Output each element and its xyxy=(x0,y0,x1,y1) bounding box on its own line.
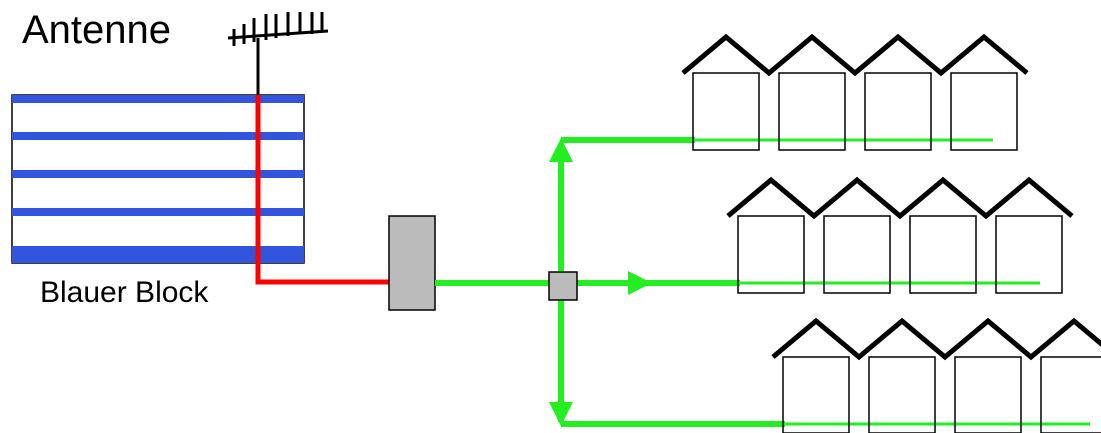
house-icon xyxy=(778,72,846,151)
house-roofs xyxy=(726,176,1074,220)
house-row-1 xyxy=(681,33,1029,151)
block-stripe xyxy=(12,132,304,140)
house-icon xyxy=(864,72,932,151)
antenna-feed-line xyxy=(255,95,390,285)
block-outline xyxy=(11,94,305,264)
arrow-right-icon xyxy=(628,271,652,295)
house-icon xyxy=(995,215,1063,294)
block-stripe xyxy=(12,170,304,178)
house-icon xyxy=(954,356,1022,433)
house-rows xyxy=(681,33,1101,433)
antenna-icon xyxy=(227,12,329,95)
house-roofs xyxy=(681,33,1029,77)
house-icon xyxy=(909,215,977,294)
house-row-3 xyxy=(771,317,1101,433)
antenna-label: Antenne xyxy=(22,8,172,52)
house-roofs xyxy=(771,317,1101,361)
distribution-network xyxy=(435,137,785,427)
block-stripe xyxy=(12,95,304,103)
house-icon xyxy=(823,215,891,294)
house-row-2 xyxy=(726,176,1074,294)
house-icon xyxy=(692,72,760,151)
house-icon xyxy=(737,215,805,294)
block-stripe xyxy=(12,208,304,216)
blue-block-label: Blauer Block xyxy=(40,276,209,309)
splitter-box xyxy=(548,271,578,301)
house-icon xyxy=(782,356,850,433)
house-icon xyxy=(950,72,1018,151)
house-icon xyxy=(868,356,936,433)
blue-block xyxy=(11,94,305,264)
amplifier-box xyxy=(388,215,436,311)
block-stripe xyxy=(12,246,304,263)
house-icon xyxy=(1040,356,1101,433)
arrow-down-icon xyxy=(549,402,573,426)
arrow-up-icon xyxy=(549,138,573,162)
